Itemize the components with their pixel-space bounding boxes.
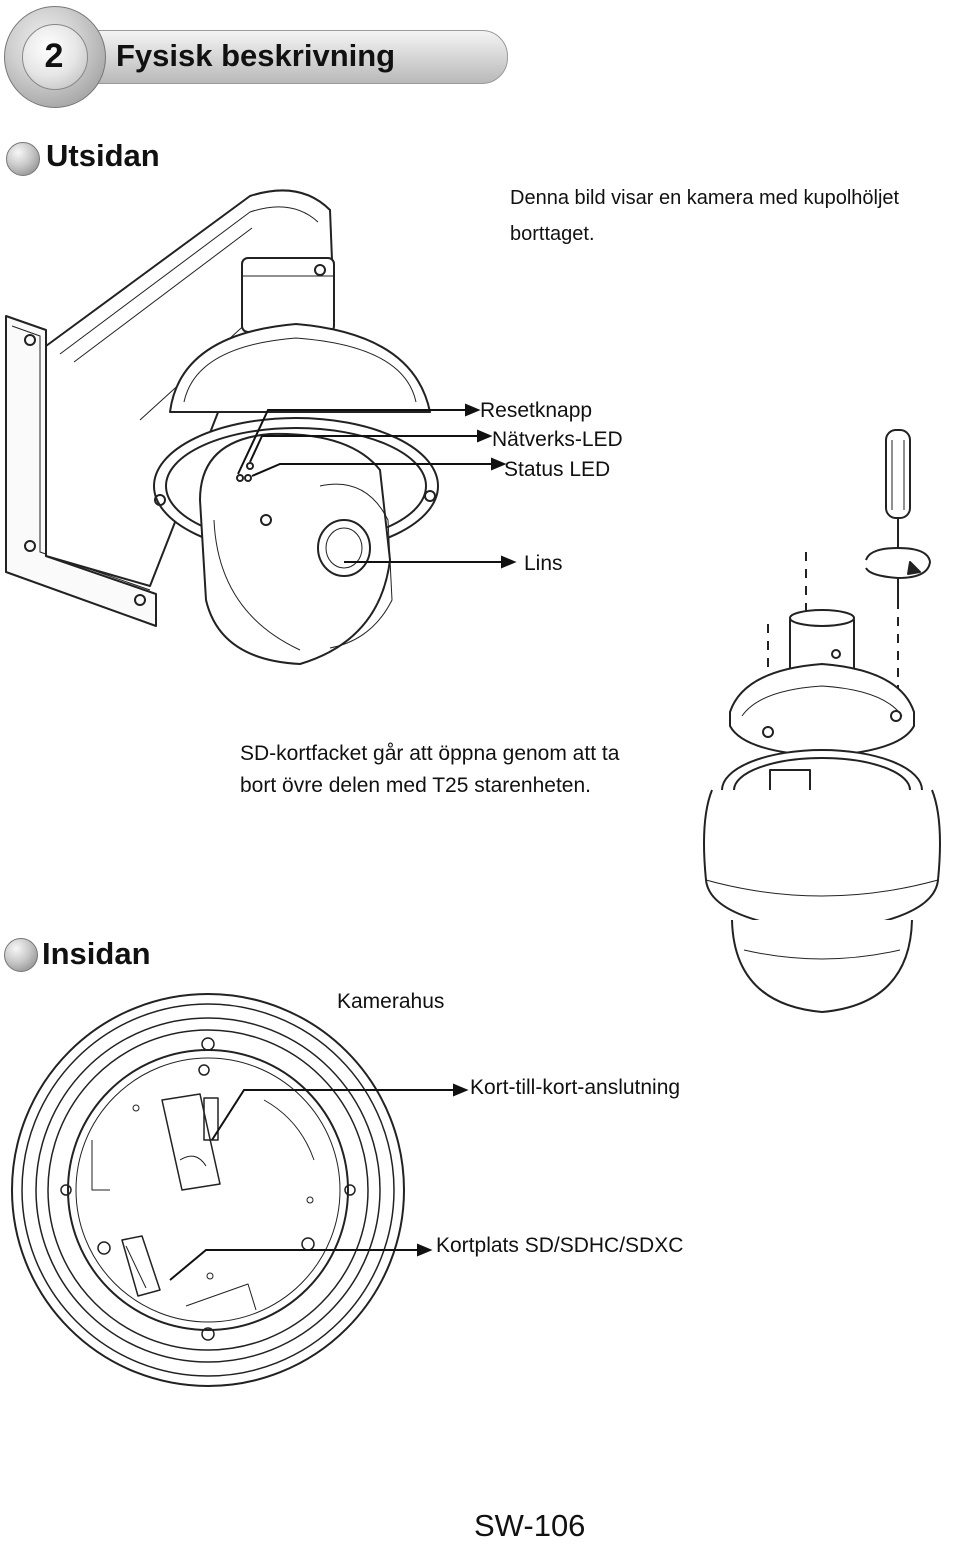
label-board-connector: Kort-till-kort-anslutning [470, 1076, 681, 1099]
outside-description-line1: Denna bild visar en kamera med kupolhölj… [510, 187, 900, 209]
label-reset-button: Resetknapp [480, 399, 593, 422]
sd-note-line1: SD-kortfacket går att öppna genom att ta [240, 742, 620, 765]
label-camera-housing: Kamerahus [337, 990, 445, 1013]
footer-model-number: SW-106 [474, 1508, 586, 1543]
chapter-number: 2 [44, 37, 64, 75]
label-card-slot: Kortplats SD/SDHC/SDXC [436, 1234, 684, 1257]
outside-description-line2: borttaget. [510, 223, 595, 245]
label-status-led: Status LED [504, 458, 611, 481]
section-title-inside: Insidan [42, 936, 151, 971]
label-network-led: Nätverks-LED [492, 428, 623, 451]
sd-note-line2: bort övre delen med T25 starenheten. [240, 774, 592, 797]
label-lens: Lins [524, 552, 563, 575]
section-bullet-icon [6, 142, 40, 176]
section-title-outside: Utsidan [46, 138, 160, 173]
section-bullet-icon [4, 938, 38, 972]
chapter-header-bar [62, 30, 508, 84]
chapter-title: Fysisk beskrivning [116, 38, 396, 73]
chapter-number-badge-inner [22, 24, 88, 90]
